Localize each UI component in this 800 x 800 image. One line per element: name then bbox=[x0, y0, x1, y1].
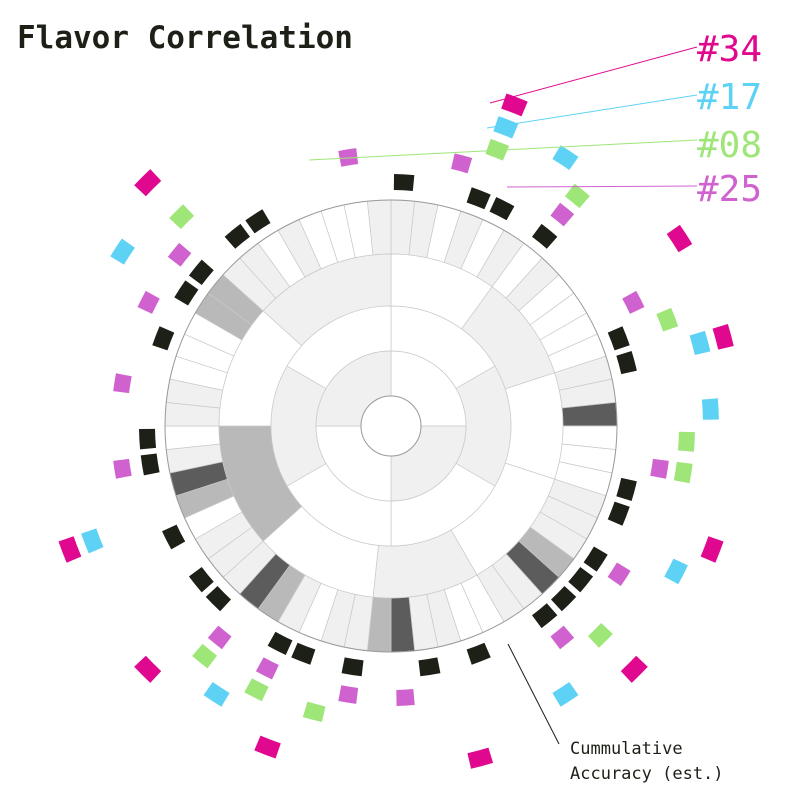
marker-34 bbox=[712, 323, 734, 350]
marker-25 bbox=[451, 153, 473, 174]
marker-25 bbox=[137, 290, 160, 314]
marker-08 bbox=[485, 138, 510, 161]
marker-34 bbox=[58, 536, 82, 563]
accuracy-mark bbox=[140, 453, 160, 476]
accuracy-mark bbox=[418, 657, 441, 677]
marker-25 bbox=[622, 290, 645, 314]
marker-rings bbox=[58, 93, 734, 769]
accuracy-mark bbox=[291, 642, 316, 665]
accuracy-mark bbox=[205, 586, 231, 612]
marker-08 bbox=[564, 183, 590, 209]
marker-25 bbox=[550, 202, 575, 227]
accuracy-mark bbox=[139, 428, 157, 450]
legend-item-08: #08 bbox=[697, 125, 762, 166]
cluster-sector bbox=[504, 372, 564, 480]
marker-25 bbox=[607, 562, 631, 587]
leader-line-17 bbox=[486, 94, 698, 129]
accuracy-mark bbox=[174, 280, 199, 306]
marker-25 bbox=[550, 625, 575, 650]
marker-08 bbox=[587, 622, 613, 648]
marker-08 bbox=[192, 643, 218, 669]
accuracy-mark bbox=[616, 351, 637, 375]
accuracy-mark bbox=[466, 187, 491, 210]
accuracy-annotation: Cummulative Accuracy (est.) bbox=[507, 643, 724, 784]
marker-17 bbox=[552, 145, 579, 170]
accuracy-mark bbox=[267, 631, 293, 655]
marker-08 bbox=[673, 461, 693, 484]
marker-08 bbox=[244, 678, 269, 702]
accuracy-mark bbox=[489, 197, 515, 221]
accuracy-mark bbox=[466, 642, 491, 665]
legend-item-34: #34 bbox=[697, 29, 762, 70]
marker-17 bbox=[701, 398, 719, 420]
marker-25 bbox=[167, 242, 192, 267]
marker-34 bbox=[134, 655, 162, 683]
marker-17 bbox=[552, 682, 579, 707]
accuracy-mark bbox=[583, 546, 608, 572]
accuracy-mark bbox=[152, 326, 175, 351]
marker-17 bbox=[110, 238, 135, 265]
accuracy-mark bbox=[531, 223, 558, 249]
marker-17 bbox=[203, 682, 230, 707]
marker-08 bbox=[302, 701, 326, 723]
marker-25 bbox=[113, 458, 132, 479]
radial-dendrogram bbox=[139, 174, 637, 677]
marker-17 bbox=[664, 558, 688, 585]
marker-25 bbox=[396, 689, 415, 706]
accuracy-mark bbox=[341, 657, 364, 677]
marker-25 bbox=[338, 685, 359, 704]
marker-34 bbox=[134, 169, 162, 197]
accuracy-mark bbox=[607, 326, 630, 351]
accuracy-mark bbox=[188, 259, 214, 286]
accuracy-mark bbox=[607, 501, 630, 526]
accuracy-mark bbox=[393, 174, 415, 192]
annotation-line-1: Cummulative bbox=[570, 739, 683, 759]
marker-34 bbox=[666, 224, 693, 253]
marker-25 bbox=[650, 458, 669, 479]
annotation-leader-line bbox=[507, 643, 560, 745]
marker-25 bbox=[338, 148, 359, 167]
marker-17 bbox=[689, 330, 711, 356]
marker-34 bbox=[467, 747, 494, 769]
marker-34 bbox=[501, 93, 528, 117]
accuracy-mark bbox=[188, 566, 214, 593]
legend-label-34: #34 bbox=[697, 29, 762, 70]
accuracy-mark bbox=[162, 524, 186, 550]
accuracy-mark bbox=[245, 209, 271, 234]
accuracy-mark bbox=[616, 477, 637, 501]
marker-25 bbox=[113, 373, 132, 394]
accuracy-mark bbox=[224, 223, 251, 249]
marker-17 bbox=[493, 116, 519, 139]
legend-label-17: #17 bbox=[697, 77, 762, 118]
leader-line-08 bbox=[308, 139, 698, 161]
center-hub bbox=[360, 395, 422, 457]
marker-08 bbox=[169, 204, 195, 230]
leader-line-34 bbox=[489, 46, 698, 104]
legend-item-17: #17 bbox=[697, 77, 762, 118]
legend-item-25: #25 bbox=[697, 169, 762, 210]
leader-line-25 bbox=[506, 185, 698, 188]
outer-ring-outline bbox=[164, 199, 618, 653]
annotation-line-2: Accuracy (est.) bbox=[570, 764, 724, 784]
legend-leader-lines bbox=[308, 46, 698, 188]
marker-34 bbox=[620, 655, 648, 683]
legend: #34 #17 #08 #25 bbox=[697, 29, 762, 210]
marker-25 bbox=[207, 625, 232, 650]
accuracy-mark bbox=[531, 603, 558, 629]
marker-34 bbox=[254, 735, 281, 759]
accuracy-mark bbox=[551, 586, 577, 612]
marker-08 bbox=[677, 431, 695, 452]
chart-title: Flavor Correlation bbox=[17, 20, 353, 56]
marker-17 bbox=[81, 528, 104, 554]
accuracy-mark bbox=[568, 566, 594, 593]
legend-label-25: #25 bbox=[697, 169, 762, 210]
marker-25 bbox=[255, 657, 279, 680]
legend-label-08: #08 bbox=[697, 125, 762, 166]
marker-34 bbox=[700, 536, 724, 563]
marker-08 bbox=[656, 307, 679, 332]
